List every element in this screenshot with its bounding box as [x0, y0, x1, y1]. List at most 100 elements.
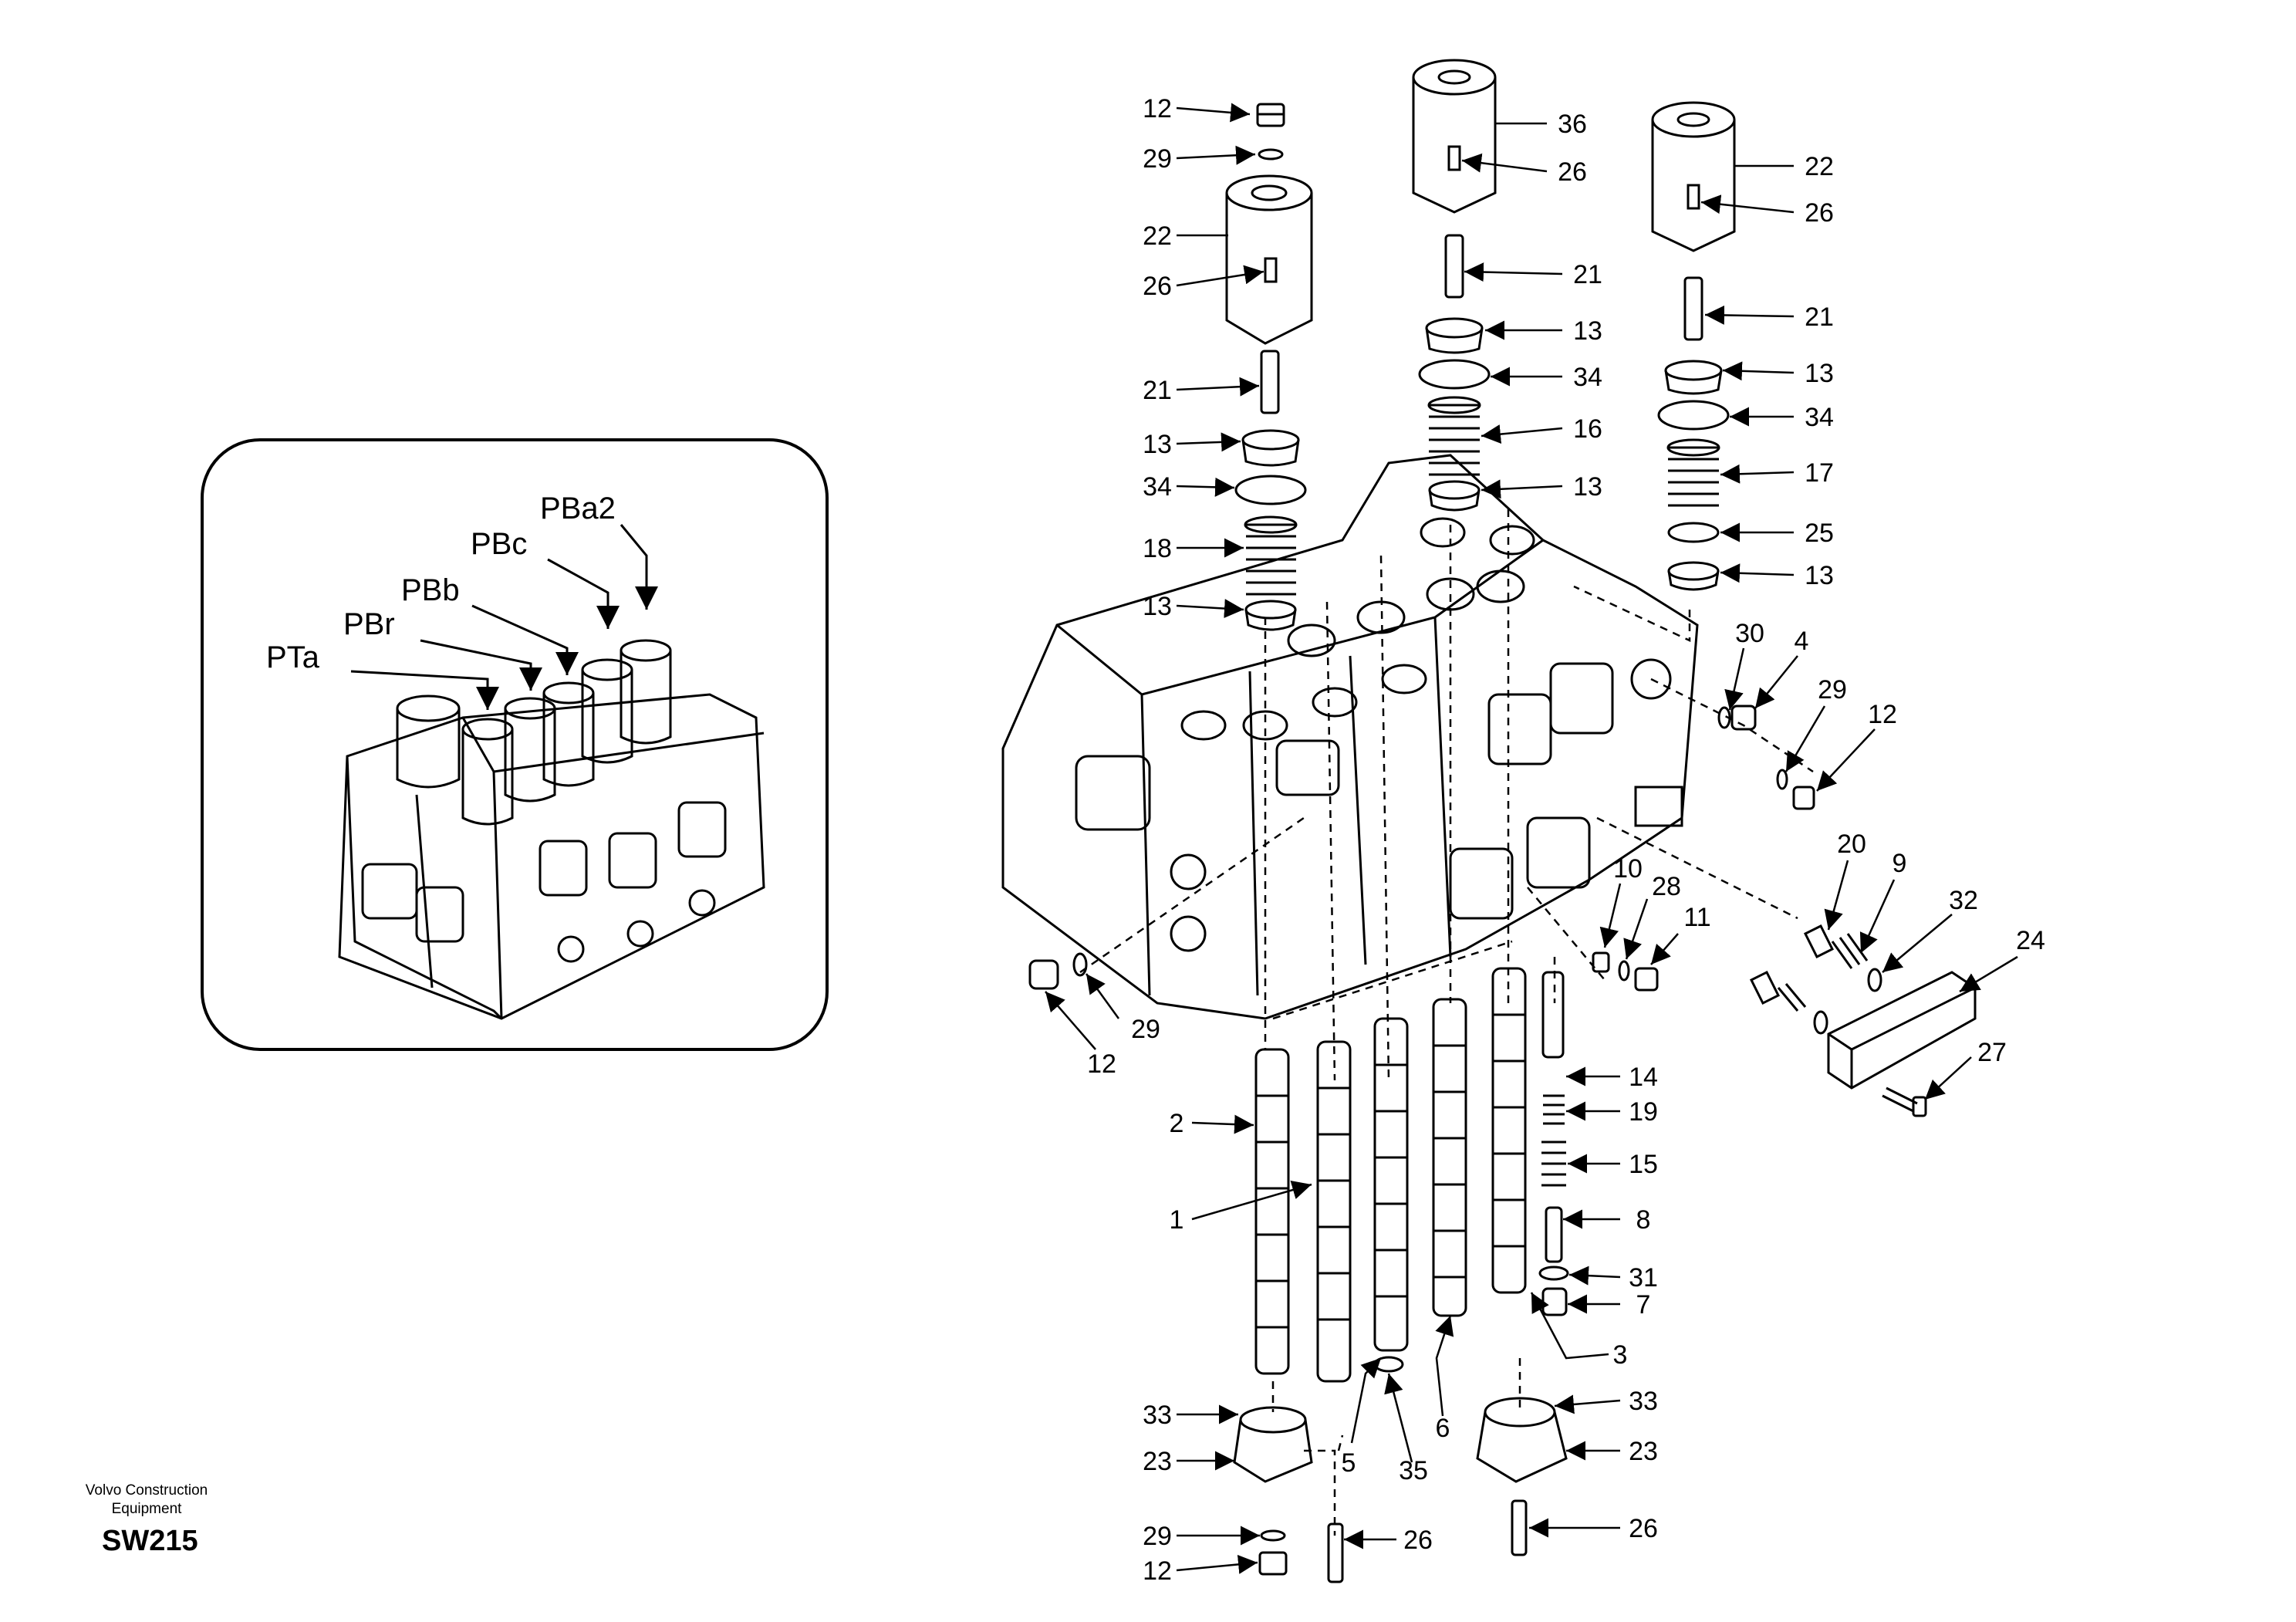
- part-12-plug-left: [1028, 959, 1059, 990]
- callout-26: 26: [1558, 157, 1587, 187]
- callout-22: 22: [1805, 152, 1834, 181]
- part-20-valve-2: [1749, 970, 1807, 1012]
- callout-18: 18: [1143, 534, 1172, 563]
- inset-leader-pbr: [420, 639, 542, 691]
- part-9-spring: [1831, 933, 1869, 969]
- spools: [1254, 967, 1569, 1383]
- valve-block-body: [1001, 454, 1699, 1020]
- callout-13: 13: [1573, 472, 1602, 502]
- callout-31: 31: [1629, 1263, 1658, 1293]
- callout-14: 14: [1629, 1063, 1658, 1092]
- part-23-cap-left: [1233, 1406, 1313, 1483]
- inset-leader-pta: [350, 670, 499, 710]
- inset-valve-block: [338, 639, 765, 1020]
- inset-solenoid-pta: [461, 718, 514, 826]
- part-29-oring-left: [1072, 952, 1088, 977]
- callout-3: 3: [1613, 1340, 1628, 1370]
- part-13-seat-right-lower: [1667, 561, 1720, 591]
- callout-27: 27: [1977, 1038, 2007, 1067]
- callout-4: 4: [1795, 627, 1809, 656]
- inset-label-pbr: PBr: [343, 607, 395, 641]
- callout-34: 34: [1805, 403, 1834, 432]
- inset-solenoid-big: [396, 694, 461, 789]
- callout-23: 23: [1143, 1447, 1172, 1476]
- callout-12: 12: [1087, 1049, 1116, 1079]
- callout-29: 29: [1818, 675, 1847, 705]
- callout-13: 13: [1143, 592, 1172, 621]
- part-13-seat-center: [1425, 317, 1484, 354]
- callout-19: 19: [1629, 1097, 1658, 1127]
- callout-35: 35: [1399, 1456, 1428, 1485]
- part-12-cap: [1256, 103, 1285, 127]
- callout-8: 8: [1636, 1205, 1651, 1235]
- part-16-spring: [1427, 396, 1481, 476]
- part-24-cover: [1827, 971, 1977, 1090]
- callout-29: 29: [1143, 1522, 1172, 1551]
- part-13-seat-right: [1664, 360, 1723, 395]
- callout-20: 20: [1837, 830, 1866, 859]
- part-10-plug: [1592, 951, 1610, 973]
- callout-15: 15: [1629, 1150, 1658, 1179]
- callout-9: 9: [1893, 849, 1907, 878]
- part-34-ring-right: [1657, 400, 1730, 431]
- callout-36: 36: [1558, 110, 1587, 139]
- part-5-spool: [1373, 1017, 1409, 1352]
- callout-29: 29: [1143, 144, 1172, 174]
- inset-leader-pbc: [547, 558, 620, 629]
- part-29-oring: [1258, 148, 1284, 161]
- part-22-solenoid: [1225, 174, 1313, 345]
- callout-32: 32: [1949, 886, 1978, 915]
- part-2-spool: [1254, 1048, 1290, 1375]
- part-14-poppet: [1541, 971, 1565, 1059]
- callout-7: 7: [1636, 1290, 1651, 1320]
- callout-26: 26: [1629, 1514, 1658, 1543]
- part-21-pin-right: [1683, 276, 1703, 341]
- callout-25: 25: [1805, 519, 1834, 548]
- brand-label: Volvo Construction Equipment: [62, 1482, 231, 1519]
- part-13-seat-lower: [1244, 600, 1297, 631]
- part-27-bolt: [1882, 1086, 1927, 1117]
- part-26-bolt-bottom-right: [1511, 1499, 1528, 1556]
- callout-26: 26: [1143, 272, 1172, 301]
- part-1-spool: [1316, 1040, 1352, 1383]
- part-29-oring-right: [1776, 769, 1788, 790]
- callout-26: 26: [1403, 1526, 1433, 1555]
- callout-21: 21: [1573, 260, 1602, 289]
- callout-2: 2: [1170, 1109, 1184, 1138]
- part-36-solenoid: [1412, 59, 1497, 214]
- part-26-bolt-bottom: [1327, 1522, 1344, 1583]
- inset-label-pbc: PBc: [471, 527, 527, 561]
- callouts: [1045, 103, 2018, 1574]
- part-30-oring: [1717, 706, 1731, 729]
- part-19-spring: [1543, 1094, 1565, 1125]
- callout-26: 26: [1805, 198, 1834, 228]
- part-34-ring: [1234, 475, 1307, 505]
- inset-solenoid-pbc: [581, 658, 633, 764]
- part-21-pin-center: [1444, 234, 1464, 299]
- callout-28: 28: [1652, 872, 1681, 901]
- callout-13: 13: [1805, 359, 1834, 388]
- model-code: SW215: [102, 1525, 198, 1557]
- part-22-solenoid-right: [1651, 101, 1736, 252]
- inset-label-pta: PTa: [266, 640, 320, 674]
- inset-leaders: [350, 524, 658, 710]
- part-21-pin: [1260, 350, 1280, 414]
- callout-12: 12: [1143, 94, 1172, 123]
- callout-29: 29: [1131, 1015, 1160, 1044]
- part-31-oring: [1538, 1265, 1569, 1281]
- side-fittings-right: [1592, 705, 1977, 1117]
- callout-13: 13: [1805, 561, 1834, 590]
- brand-line-2: Equipment: [111, 1501, 182, 1517]
- callout-5: 5: [1342, 1448, 1356, 1478]
- inset-leader-pba2: [620, 524, 658, 610]
- part-stack-left: [1225, 103, 1313, 631]
- inset-solenoid-pbr: [504, 697, 556, 803]
- part-23-cap-right: [1476, 1397, 1568, 1483]
- inset-leader-pbb: [471, 604, 579, 675]
- part-12-cap-bottom: [1258, 1551, 1288, 1576]
- callout-16: 16: [1573, 414, 1602, 444]
- side-fittings-left: [1028, 952, 1088, 990]
- part-28-oring: [1618, 960, 1630, 982]
- callout-17: 17: [1805, 458, 1834, 488]
- callout-23: 23: [1629, 1437, 1658, 1466]
